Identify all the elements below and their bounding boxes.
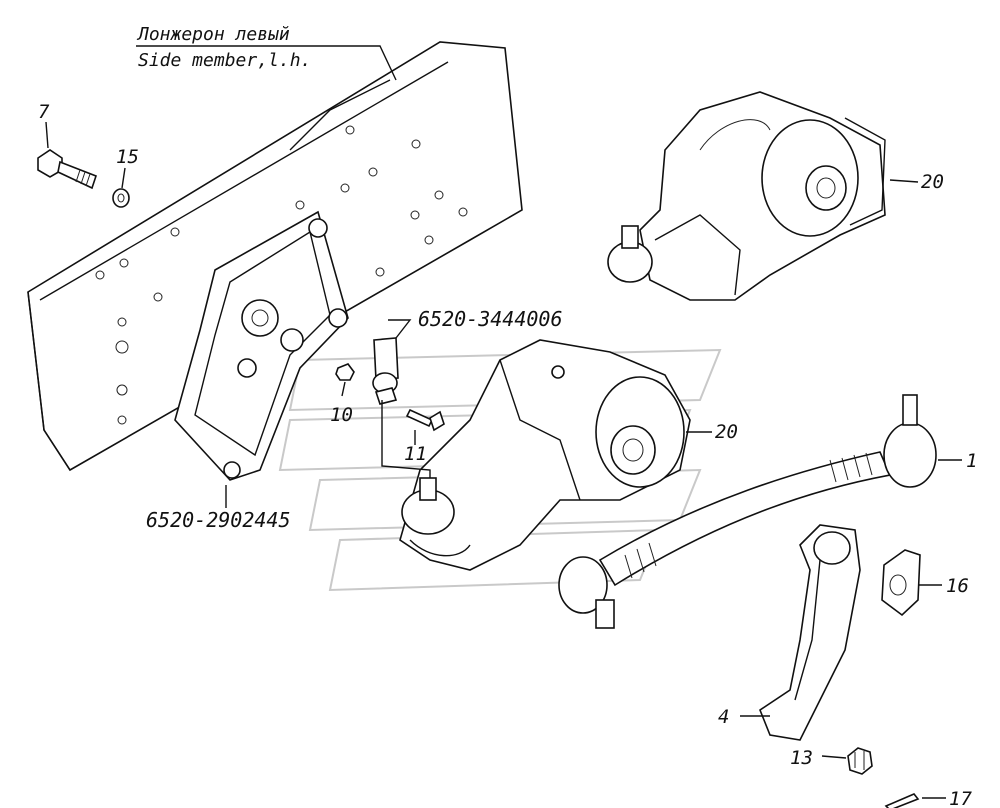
callout-7: 7 — [38, 101, 50, 123]
steering-bracket — [174, 210, 349, 481]
steering-gear-middle — [399, 339, 691, 571]
code-6520-2902445: 6520-2902445 — [146, 508, 291, 532]
clamp-assembly — [372, 337, 399, 405]
callout-16: 16 — [946, 575, 969, 597]
callout-11: 11 — [404, 443, 427, 465]
drag-link-1 — [558, 394, 937, 629]
callout-1: 1 — [966, 450, 977, 472]
steering-gear-upper — [607, 91, 886, 301]
callout-4: 4 — [718, 706, 729, 728]
callout-17: 17 — [949, 788, 972, 808]
leader-lines — [45, 45, 962, 799]
callout-15: 15 — [116, 146, 139, 168]
washer-15 — [112, 188, 130, 208]
labels: Лонжерон левый Side member,l.h. 7 15 20 … — [38, 24, 977, 808]
castle-nut-13 — [847, 747, 873, 775]
pitman-arm-4 — [759, 524, 861, 741]
callout-20-mid: 20 — [715, 421, 738, 443]
title-russian: Лонжерон левый — [136, 24, 290, 45]
callout-20-top: 20 — [921, 171, 944, 193]
callout-13: 13 — [790, 747, 813, 769]
title-english: Side member,l.h. — [138, 50, 311, 71]
code-6520-3444006: 6520-3444006 — [418, 307, 563, 331]
frame-holes — [95, 125, 468, 425]
cotter-pin-17 — [884, 793, 920, 808]
nut-10 — [335, 363, 355, 381]
callout-10: 10 — [330, 404, 353, 426]
lock-plate-16 — [881, 549, 921, 617]
bolt-11 — [405, 408, 445, 432]
bolt-7 — [37, 149, 97, 190]
